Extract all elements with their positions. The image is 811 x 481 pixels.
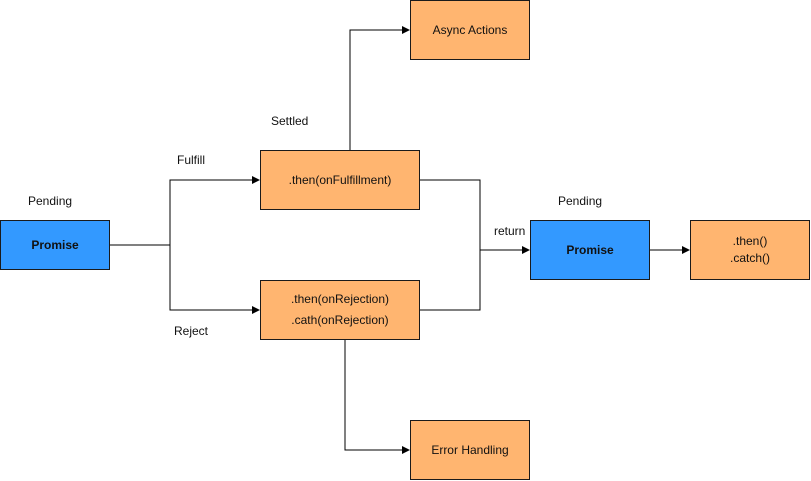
promise-start-label: Promise xyxy=(31,237,79,252)
chain-label-line2: .catch() xyxy=(729,251,770,265)
reject-label: Reject xyxy=(174,324,209,338)
edge-promise-to-reject xyxy=(169,245,260,314)
edge-fulfill-to-async xyxy=(349,26,410,150)
async-actions-node: Async Actions xyxy=(410,0,530,60)
promise-end-label: Promise xyxy=(566,242,614,257)
chain-node: .then() .catch() xyxy=(690,220,810,280)
on-rejection-label-line1: .then(onRejection) xyxy=(290,292,390,306)
on-rejection-label-line2: .cath(onRejection) xyxy=(291,313,389,327)
async-actions-label: Async Actions xyxy=(432,22,508,37)
promise-start-node: Promise xyxy=(0,220,110,270)
chain-label-line1: .then() xyxy=(732,234,768,248)
error-handling-node: Error Handling xyxy=(410,420,530,480)
edge-promise-to-fulfill xyxy=(110,176,260,246)
return-label: return xyxy=(494,224,526,238)
edge-reject-to-return xyxy=(420,250,481,311)
promise-end-node: Promise xyxy=(530,220,650,280)
on-fulfillment-node: .then(onFulfillment) xyxy=(260,150,420,210)
on-rejection-node: .then(onRejection) .cath(onRejection) xyxy=(260,280,420,340)
edge-fulfill-to-return xyxy=(420,179,481,250)
pending-right-label: Pending xyxy=(558,194,603,208)
edge-reject-to-error xyxy=(344,340,410,454)
on-fulfillment-label: .then(onFulfillment) xyxy=(288,172,392,187)
fulfill-label: Fulfill xyxy=(177,153,206,167)
error-handling-label: Error Handling xyxy=(431,442,509,457)
settled-label: Settled xyxy=(271,114,309,128)
pending-left-label: Pending xyxy=(28,194,73,208)
